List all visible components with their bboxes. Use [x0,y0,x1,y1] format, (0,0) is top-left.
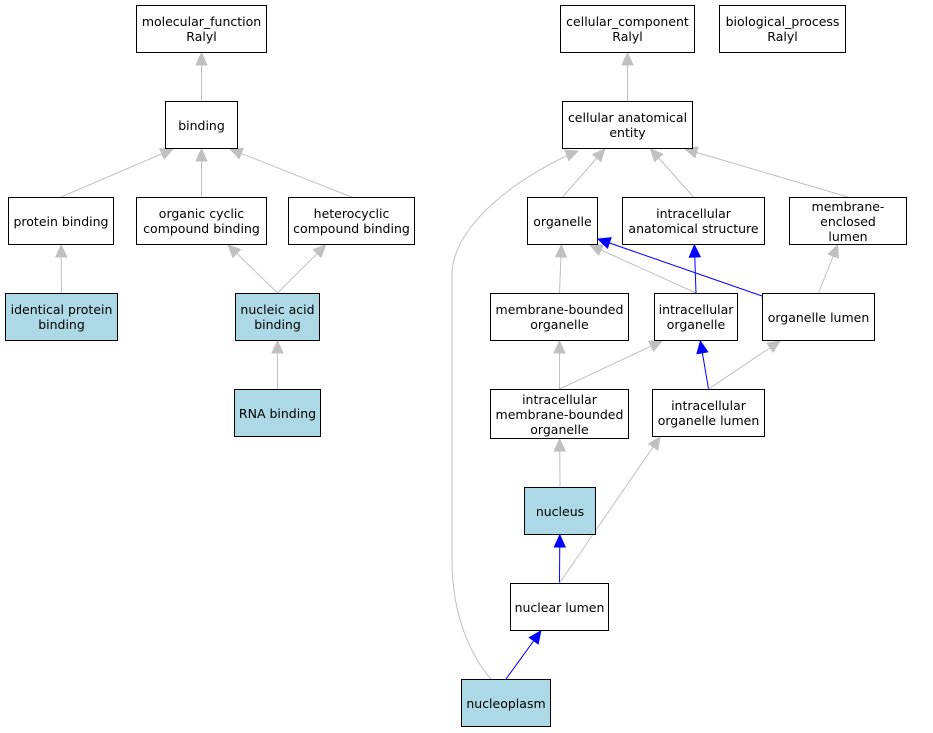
arrowhead-nl-to-nuc [553,533,567,548]
arrowhead-iol-to-ol [766,340,781,354]
node-intracellular-organelle[interactable]: intracellular organelle [654,293,738,341]
node-organelle[interactable]: organelle [527,197,598,245]
node-organic-cyclic-compound-binding[interactable]: organic cyclic compound binding [136,197,267,245]
node-protein-binding[interactable]: protein binding [8,197,114,245]
node-cellular-component[interactable]: cellular_component Ralyl [560,5,695,53]
node-intracellular-anatomical-structure[interactable]: intracellular anatomical structure [622,197,765,245]
arrowhead-nab-to-ocb [227,244,242,259]
arrowhead-iol-to-io [696,339,709,355]
arrowhead-io-to-org [588,244,604,256]
arrowhead-cae-to-cc [621,51,634,66]
edge-np-to-cae [451,150,579,680]
node-binding[interactable]: binding [165,101,238,149]
arrowhead-ol-to-mel [827,243,839,259]
edge-iol-to-ol [708,340,781,390]
node-molecular-function[interactable]: molecular_function Ralyl [136,5,267,53]
edge-nl-to-iol [559,436,661,584]
edge-mel-to-cae [684,148,849,198]
node-cellular-anatomical-entity[interactable]: cellular anatomical entity [562,101,693,149]
edge-io-to-org [589,244,697,294]
node-biological-process[interactable]: biological_process Ralyl [719,5,846,53]
arrowhead-nuc-to-imbo [553,437,567,452]
arrowhead-ipb-to-pb [54,243,68,258]
node-intracellular-organelle-lumen[interactable]: intracellular organelle lumen [652,389,765,437]
arrowhead-np-to-cae [564,149,580,162]
edge-hcb-to-bind [229,148,352,198]
arrowhead-pb-to-bind [159,148,175,160]
arrowhead-ias-to-cae [649,148,664,163]
node-intracellular-membrane-bounded-organelle[interactable]: intracellular membrane-bounded organelle [490,389,629,439]
edge-imbo-to-io [559,340,663,390]
arrowhead-bind-to-mf [195,51,208,66]
arrowhead-mbo-to-org [554,243,568,258]
arrowhead-imbo-to-mbo [553,339,566,354]
arrowhead-nab-to-hcb [312,244,327,259]
arrowhead-io-to-ias [688,243,702,258]
edge-ol-to-org [597,238,763,297]
arrowhead-np-to-nl [528,630,542,645]
node-identical-protein-binding[interactable]: identical protein binding [5,293,118,341]
arrowhead-ocb-to-bind [195,147,208,162]
node-nucleoplasm[interactable]: nucleoplasm [461,679,551,727]
node-nucleus[interactable]: nucleus [524,487,596,535]
node-membrane-enclosed-lumen[interactable]: membrane-enclosed lumen [789,197,907,245]
arrowhead-org-to-cae [591,148,606,163]
node-nuclear-lumen[interactable]: nuclear lumen [510,583,609,631]
arrowhead-imbo-to-io [648,340,664,352]
node-organelle-lumen[interactable]: organelle lumen [762,293,875,341]
node-nucleic-acid-binding[interactable]: nucleic acid binding [235,293,320,341]
node-membrane-bounded-organelle[interactable]: membrane-bounded organelle [490,293,629,341]
edge-pb-to-bind [60,148,174,198]
arrowhead-ol-to-org [596,237,612,250]
node-rna-binding[interactable]: RNA binding [234,389,321,437]
arrowhead-nl-to-iol [647,436,661,451]
arrowhead-rnab-to-nab [271,339,284,354]
arrowhead-hcb-to-bind [228,147,244,160]
node-heterocyclic-compound-binding[interactable]: heterocyclic compound binding [288,197,415,245]
